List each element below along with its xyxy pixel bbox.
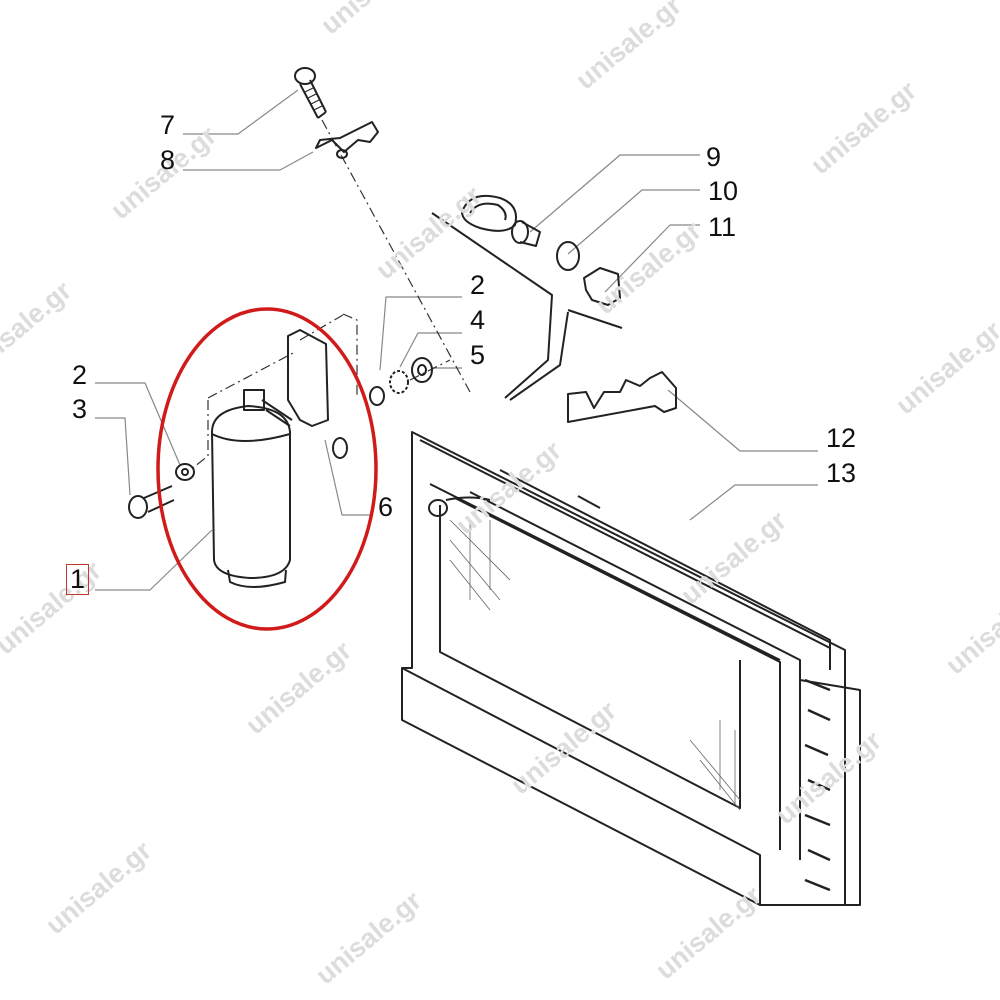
receiver-drier-part-1[interactable] bbox=[211, 389, 293, 588]
callout-9[interactable]: 9 bbox=[706, 142, 722, 172]
callout-6[interactable]: 6 bbox=[378, 492, 394, 522]
pressure-switch-part-9[interactable] bbox=[461, 194, 541, 247]
clip-part-11[interactable] bbox=[583, 267, 621, 306]
callout-1-highlighted[interactable]: 1 bbox=[66, 564, 90, 595]
bracket-part-12[interactable] bbox=[567, 371, 677, 423]
leader-lines bbox=[95, 89, 818, 591]
clip-part-8[interactable] bbox=[315, 121, 379, 159]
drier-bracket bbox=[287, 329, 329, 427]
washer-part-10[interactable] bbox=[556, 241, 580, 271]
callout-13[interactable]: 13 bbox=[826, 458, 857, 488]
callout-3[interactable]: 3 bbox=[72, 394, 88, 424]
callout-12[interactable]: 12 bbox=[826, 423, 857, 453]
fasteners-right[interactable] bbox=[369, 357, 433, 406]
callout-11[interactable]: 11 bbox=[708, 212, 737, 242]
callout-10[interactable]: 10 bbox=[708, 176, 739, 206]
callout-4[interactable]: 4 bbox=[470, 305, 486, 335]
callout-8[interactable]: 8 bbox=[160, 145, 176, 175]
condenser-part-13[interactable] bbox=[401, 431, 861, 906]
callout-2-left[interactable]: 2 bbox=[72, 360, 88, 390]
screw-part-7[interactable] bbox=[294, 67, 327, 119]
callout-7[interactable]: 7 bbox=[160, 110, 176, 140]
callout-5[interactable]: 5 bbox=[470, 340, 486, 370]
assembly-axes bbox=[189, 119, 471, 471]
highlight-ellipse bbox=[156, 307, 378, 631]
bracket-arm bbox=[431, 212, 623, 401]
callout-2-right[interactable]: 2 bbox=[470, 270, 486, 300]
o-ring-part-6[interactable] bbox=[332, 437, 348, 459]
